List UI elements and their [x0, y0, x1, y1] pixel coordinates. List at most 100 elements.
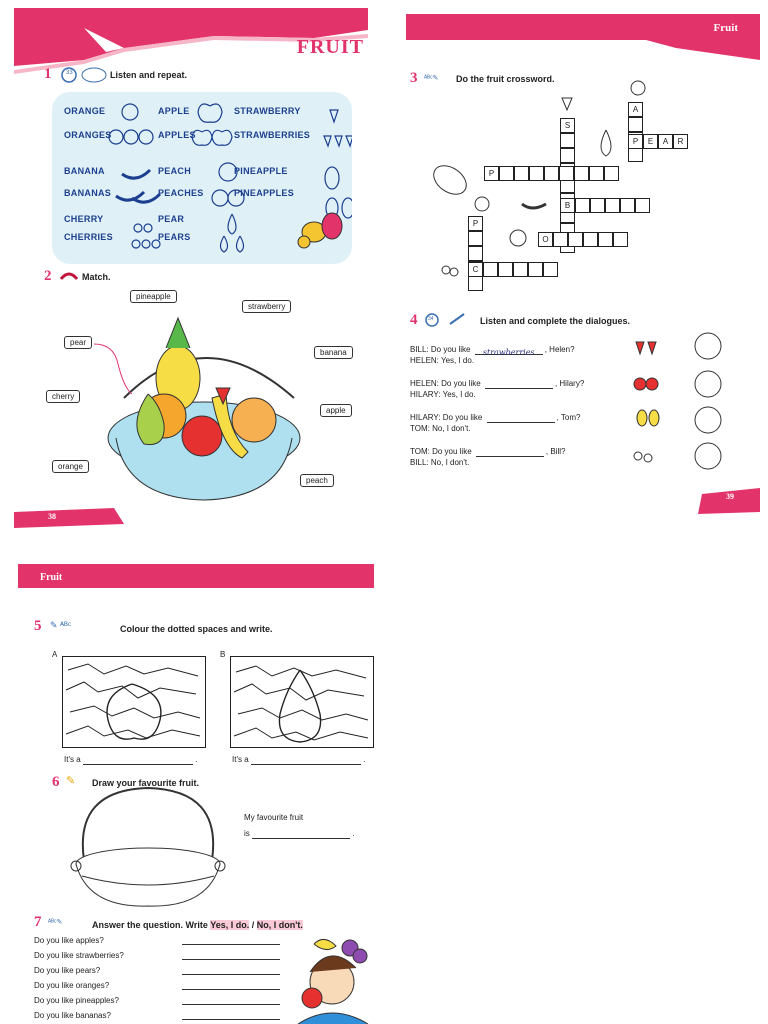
- vocab-word: ORANGES: [64, 130, 112, 140]
- banana-shape: [313, 939, 337, 950]
- vocab-word: APPLES: [158, 130, 196, 140]
- dialogue-question: HILARY: Do you like , Tom?: [410, 413, 581, 423]
- empty-basket-drawing[interactable]: [68, 786, 228, 908]
- answer-line[interactable]: [182, 989, 280, 990]
- crossword-cell[interactable]: [613, 232, 628, 247]
- match-line: [94, 343, 133, 395]
- crossword-cell[interactable]: [560, 133, 575, 148]
- boy-eating-apple-illustration: [297, 939, 369, 1024]
- crossword-cell[interactable]: A: [628, 102, 643, 117]
- dialogue-answer-field[interactable]: [484, 381, 553, 389]
- answer-line[interactable]: [182, 944, 280, 945]
- crossword-cell[interactable]: P: [628, 134, 643, 149]
- pineapple-icon: [433, 165, 467, 195]
- match-tag-orange[interactable]: orange: [52, 460, 89, 473]
- exercise-6-instruction: Draw your favourite fruit.: [92, 778, 200, 788]
- exercise-3-instruction: Do the fruit crossword.: [456, 74, 555, 84]
- crossword-cell[interactable]: [468, 231, 483, 246]
- crossword-cell[interactable]: [499, 166, 514, 181]
- hilary-face-icon: [694, 370, 722, 398]
- its-a-label-a: It's a .: [64, 755, 198, 765]
- handwritten-answer: strawberries: [482, 348, 535, 357]
- crossword-cell[interactable]: [628, 147, 643, 162]
- abc-pen-icon: ᴬᴮᶜ✎: [48, 919, 63, 926]
- cherry-icon: [133, 223, 143, 233]
- crossword-cell[interactable]: A: [658, 134, 673, 149]
- crossword-cell[interactable]: [553, 232, 568, 247]
- crossword-cell[interactable]: [583, 232, 598, 247]
- crossword-cell[interactable]: [598, 232, 613, 247]
- vocab-word: BANANA: [64, 166, 105, 176]
- crossword-cell[interactable]: P: [484, 166, 499, 181]
- crossword-fruit-pictures: [433, 80, 646, 277]
- crossword-cell[interactable]: [529, 166, 544, 181]
- crossword-cell[interactable]: O: [538, 232, 553, 247]
- crossword-cell[interactable]: E: [643, 134, 658, 149]
- crossword-cell[interactable]: B: [560, 198, 575, 213]
- crossword-cell[interactable]: R: [673, 134, 688, 149]
- crossword-cell[interactable]: [543, 262, 558, 277]
- question-text: Do you like pineapples?: [34, 996, 119, 1005]
- match-tag-apple[interactable]: apple: [320, 404, 352, 417]
- crossword-cell[interactable]: [498, 262, 513, 277]
- crossword-cell[interactable]: [483, 262, 498, 277]
- match-tag-pear[interactable]: pear: [64, 336, 93, 349]
- pineapple-icon: [636, 409, 648, 427]
- crossword-cell[interactable]: S: [560, 118, 575, 133]
- crossword-cell[interactable]: C: [468, 262, 483, 277]
- crossword-cell[interactable]: [559, 166, 574, 181]
- crossword-cell[interactable]: [468, 276, 483, 291]
- question-text: Do you like strawberries?: [34, 951, 124, 960]
- match-tag-strawberry[interactable]: strawberry: [242, 300, 292, 313]
- crossword-cell[interactable]: [635, 198, 650, 213]
- page-number: 39: [726, 492, 734, 501]
- strawberry-icon: [561, 97, 573, 112]
- crossword-cell[interactable]: [568, 232, 583, 247]
- crossword-cell[interactable]: [604, 166, 619, 181]
- match-tag-cherry[interactable]: cherry: [46, 390, 81, 403]
- track-number: 33: [66, 70, 73, 76]
- banana-icon: [521, 202, 547, 210]
- answer-line[interactable]: [182, 1019, 280, 1020]
- crossword-cell[interactable]: [560, 148, 575, 163]
- page-number-tab: [14, 508, 124, 528]
- crossword-cell[interactable]: [605, 198, 620, 213]
- dialogue-reply: HELEN: Yes, I do.: [410, 356, 475, 365]
- answer-line[interactable]: [182, 974, 280, 975]
- exercise-5-number: 5: [34, 618, 42, 634]
- match-tag-peach[interactable]: peach: [300, 474, 334, 487]
- pear-icon: [227, 213, 237, 235]
- exercise-1-instruction: Listen and repeat.: [110, 70, 188, 80]
- answer-line[interactable]: [182, 1004, 280, 1005]
- favourite-fruit-is: is .: [244, 829, 355, 839]
- match-tag-pineapple[interactable]: pineapple: [130, 290, 177, 303]
- vocab-word: STRAWBERRY: [234, 106, 301, 116]
- exercise-4-instruction: Listen and complete the dialogues.: [480, 316, 631, 326]
- crossword-cell[interactable]: [528, 262, 543, 277]
- vocab-word: CHERRIES: [64, 232, 113, 242]
- cherry-icon: [441, 265, 451, 275]
- crossword-cell[interactable]: [589, 166, 604, 181]
- page-header-title: Fruit: [713, 22, 738, 34]
- crossword-cell[interactable]: [620, 198, 635, 213]
- crossword-cell[interactable]: [575, 198, 590, 213]
- dialogue-answer-field[interactable]: strawberries: [474, 347, 543, 357]
- crossword-cell[interactable]: [590, 198, 605, 213]
- crossword-cell[interactable]: P: [468, 216, 483, 231]
- crossword-cell[interactable]: [628, 117, 643, 132]
- bill-face-icon: [694, 442, 722, 470]
- crossword-cell[interactable]: [574, 166, 589, 181]
- exercise-2-instruction: Match.: [82, 272, 111, 282]
- crossword-cell[interactable]: [513, 262, 528, 277]
- orange-icon: [509, 229, 527, 247]
- crossword-cell[interactable]: [468, 246, 483, 261]
- dialogue-answer-field[interactable]: [486, 415, 555, 423]
- crossword-cell[interactable]: [514, 166, 529, 181]
- dialogue-answer-field[interactable]: [475, 449, 544, 457]
- fruit-basket-illustration: [107, 316, 301, 501]
- crossword-cell[interactable]: [544, 166, 559, 181]
- answer-line[interactable]: [182, 959, 280, 960]
- match-tag-banana[interactable]: banana: [314, 346, 353, 359]
- favourite-fruit-text: My favourite fruit: [244, 813, 304, 822]
- peach-icon: [474, 196, 490, 212]
